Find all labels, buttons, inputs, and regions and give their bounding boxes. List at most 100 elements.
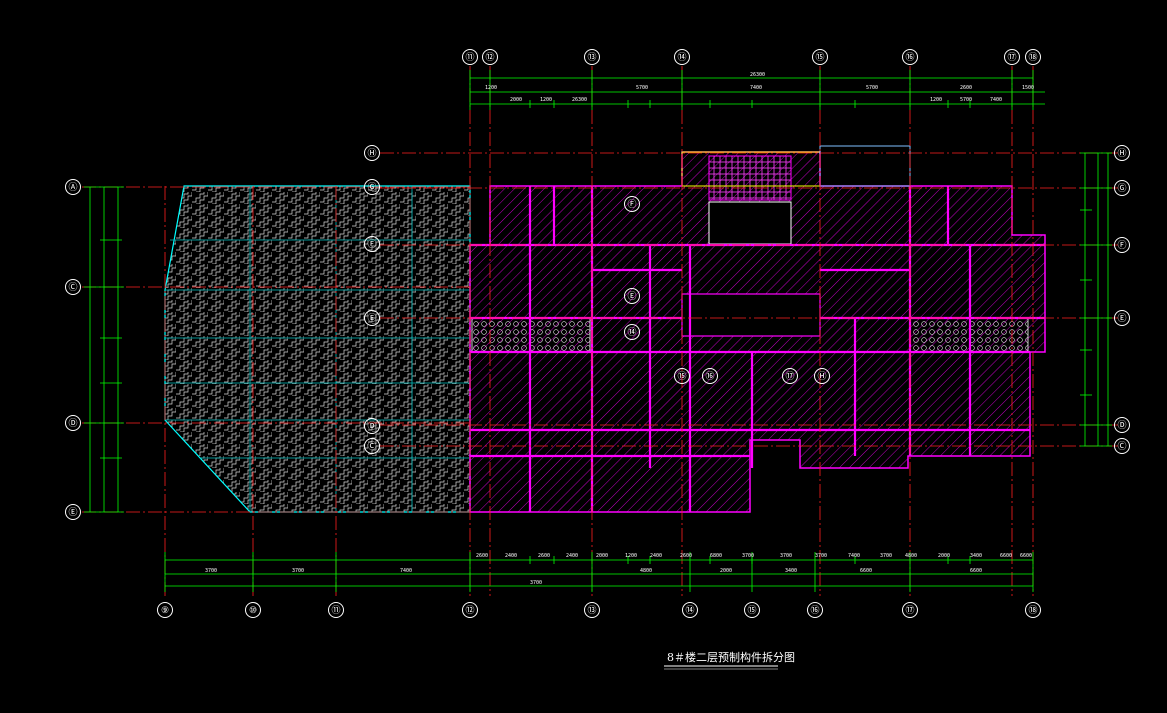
dimension-label: 1500: [1022, 85, 1034, 91]
axis-bubble-top: ⑯: [902, 49, 918, 65]
axis-label: Ⓕ: [627, 199, 636, 210]
dimension-label: 3700: [780, 553, 792, 559]
axis-lines: [82, 66, 1118, 596]
axis-label: ⑰: [905, 605, 914, 616]
dimension-label: 1200: [625, 553, 637, 559]
axis-label: Ⓖ: [367, 182, 376, 193]
dimension-labels: 26300 1200 5700 7400 5700 2600 1500 2000 1200 263…: [205, 72, 1034, 586]
dimension-label: 3400: [785, 568, 797, 574]
axis-bubble-inner: Ⓗ: [814, 368, 830, 384]
axis-label: ⑮: [677, 371, 686, 382]
axis-bubble-left: Ⓓ: [65, 415, 81, 431]
dimension-label: 3700: [880, 553, 892, 559]
axis-bubble-inner: ⑰: [782, 368, 798, 384]
dimension-label: 2600: [538, 553, 550, 559]
axis-label: ⑱: [1028, 52, 1037, 63]
axis-bubble-inner: ⑭: [624, 324, 640, 340]
axis-bubble-inner: ⑮: [674, 368, 690, 384]
axis-label: Ⓗ: [817, 371, 826, 382]
cast-in-place-zone: [164, 185, 471, 513]
axis-bubble-left: Ⓐ: [65, 179, 81, 195]
axis-label: ⑱: [1028, 605, 1037, 616]
axis-bubble-inner: Ⓔ: [624, 288, 640, 304]
axis-bubble-bottom: ⑰: [902, 602, 918, 618]
axis-label: Ⓗ: [367, 148, 376, 159]
axis-label: ⑨: [161, 606, 169, 616]
axis-bubble-top: ⑰: [1004, 49, 1020, 65]
axis-label: Ⓓ: [367, 421, 376, 432]
dimension-label: 26300: [572, 97, 587, 103]
dimension-label: 6800: [710, 553, 722, 559]
dimension-label: 5700: [960, 97, 972, 103]
dimension-label: 4800: [905, 553, 917, 559]
axis-bubble-bottom: ⑮: [744, 602, 760, 618]
dimension-label: 3700: [815, 553, 827, 559]
axis-label: Ⓒ: [1117, 441, 1126, 452]
axis-bubble-top: ⑭: [674, 49, 690, 65]
axis-bubble-left: Ⓒ: [65, 279, 81, 295]
dimension-label: 1200: [485, 85, 497, 91]
axis-label: ⑭: [627, 327, 636, 338]
axis-label: ⑮: [747, 605, 756, 616]
axis-label: Ⓗ: [1117, 148, 1126, 159]
axis-label: Ⓐ: [68, 182, 77, 193]
dimension-label: 2000: [510, 97, 522, 103]
dimension-label: 3700: [530, 580, 542, 586]
dimension-label: 26300: [750, 72, 765, 78]
axis-bubble-right: Ⓔ: [1114, 310, 1130, 326]
axis-bubble-right: Ⓕ: [1114, 237, 1130, 253]
axis-label: ⑰: [785, 371, 794, 382]
dimension-label: 5700: [636, 85, 648, 91]
axis-label: Ⓒ: [367, 441, 376, 452]
axis-bubble-right: Ⓒ: [1114, 438, 1130, 454]
dimension-label: 3700: [292, 568, 304, 574]
dimension-label: 2400: [505, 553, 517, 559]
dimension-label: 3400: [970, 553, 982, 559]
axis-label: ⑮: [815, 52, 824, 63]
axis-bubble-inner: Ⓕ: [624, 196, 640, 212]
axis-bubble-bottom: ⑭: [682, 602, 698, 618]
dimension-label: 2400: [650, 553, 662, 559]
axis-label: ⑰: [1007, 52, 1016, 63]
dimension-label: 3700: [742, 553, 754, 559]
axis-bubble-top: ⑪: [462, 49, 478, 65]
dimension-label: 3700: [205, 568, 217, 574]
axis-bubble-bottom: ⑩: [245, 602, 261, 618]
axis-bubble-bottom: ⑬: [584, 602, 600, 618]
axis-bubble-right: Ⓓ: [1114, 417, 1130, 433]
axis-label: ⑭: [685, 605, 694, 616]
dimension-label: 2000: [938, 553, 950, 559]
axis-label: ⑯: [905, 52, 914, 63]
dimension-label: 1200: [540, 97, 552, 103]
axis-label: ⑭: [677, 52, 686, 63]
axis-label: Ⓔ: [68, 507, 77, 518]
axis-label: Ⓕ: [1117, 240, 1126, 251]
axis-label: ⑬: [587, 605, 596, 616]
title-text: 8＃楼二层预制构件拆分图: [667, 650, 795, 664]
axis-bubble-top: ⑱: [1025, 49, 1041, 65]
axis-label: Ⓓ: [68, 418, 77, 429]
axis-bubble-right: Ⓗ: [1114, 145, 1130, 161]
axis-label: ⑪: [465, 52, 474, 63]
axis-label: ⑫: [485, 52, 494, 63]
dimension-label: 7400: [750, 85, 762, 91]
dimension-label: 2000: [720, 568, 732, 574]
drawing-title: 8＃楼二层预制构件拆分图: [664, 650, 795, 670]
dimension-label: 4800: [640, 568, 652, 574]
dimension-label: 6600: [970, 568, 982, 574]
axis-bubble-inner: Ⓗ: [364, 145, 380, 161]
dimension-label: 7400: [400, 568, 412, 574]
dimension-label: 6600: [860, 568, 872, 574]
axis-label: ⑬: [587, 52, 596, 63]
axis-bubble-inner: Ⓕ: [364, 236, 380, 252]
precast-zone: [469, 145, 1046, 513]
dimension-label: 6600: [1000, 553, 1012, 559]
dimension-label: 7400: [990, 97, 1002, 103]
axis-bubble-right: Ⓖ: [1114, 180, 1130, 196]
axis-bubble-bottom: ⑪: [328, 602, 344, 618]
axis-label: ⑯: [705, 371, 714, 382]
dimension-label: 7400: [848, 553, 860, 559]
axis-bubble-bottom: ⑱: [1025, 602, 1041, 618]
